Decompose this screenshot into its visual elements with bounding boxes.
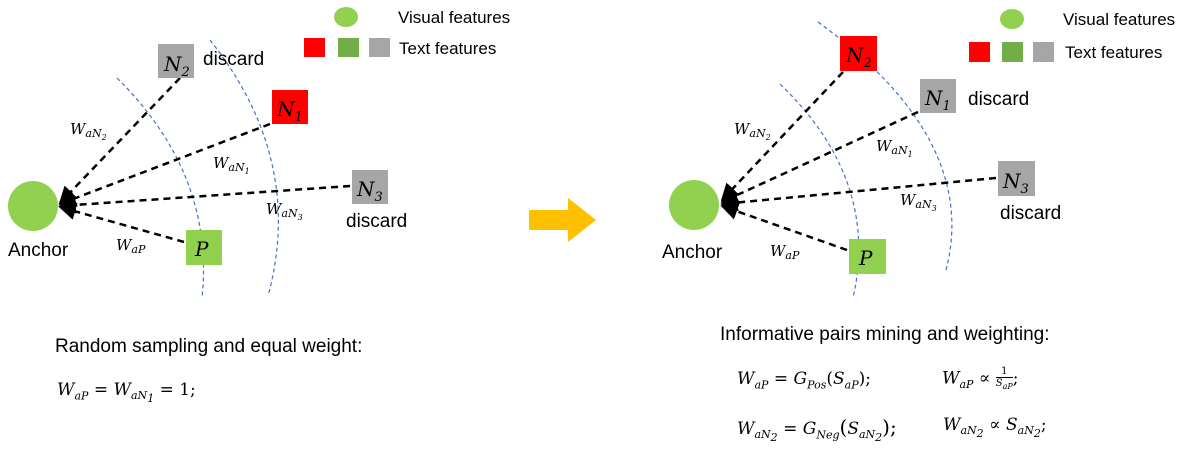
edge-anchor-n2-right xyxy=(720,71,844,202)
edge-anchor-p xyxy=(58,202,185,244)
right-caption: Informative pairs mining and weighting: xyxy=(720,324,1050,345)
weight-label-ap: WaP xyxy=(116,236,146,256)
legend-left: Visual features Text features xyxy=(304,7,510,58)
right-equation-2-proportional: WaN2 ∝ SaN2; xyxy=(943,415,1047,441)
text-feature-legend-red-right xyxy=(969,42,990,62)
node-n3-label-right: N3 xyxy=(1002,169,1029,197)
node-p-label: P xyxy=(194,237,209,261)
node-n2-label: N2 xyxy=(163,52,190,80)
node-n1-box-right xyxy=(920,79,956,113)
anchor-label: Anchor xyxy=(8,240,69,261)
visual-feature-legend-marker xyxy=(334,7,358,27)
text-feature-legend-green-right xyxy=(1002,42,1023,62)
edge-anchor-n1 xyxy=(58,122,271,207)
edge-anchor-n3-right xyxy=(720,176,997,212)
node-n3-box xyxy=(352,170,388,204)
weight-label-an3-right: WaN3 xyxy=(900,191,937,213)
n2-discard-label: discard xyxy=(203,49,264,70)
edge-anchor-n1-right xyxy=(720,110,919,204)
anchor-node-right xyxy=(669,180,719,230)
weight-label-an3: WaN3 xyxy=(266,200,303,222)
weight-label-ap-right: WaP xyxy=(770,242,800,262)
right-panel: Anchor N2 N1 discard N3 discard P WaN2 W… xyxy=(662,21,1061,299)
n3-discard-label-right: discard xyxy=(1000,203,1061,224)
left-equation: WaP = WaN1 = 1; xyxy=(57,380,196,406)
legend-text-label: Text features xyxy=(399,39,496,58)
edge-anchor-n3 xyxy=(58,184,351,214)
node-p-label-right: P xyxy=(858,246,873,270)
node-n3-box-right xyxy=(998,161,1035,196)
node-n1-right: N1 xyxy=(920,79,956,114)
node-n2: N2 xyxy=(158,44,194,80)
node-p-box xyxy=(186,230,222,265)
text-feature-legend-red xyxy=(304,38,325,57)
right-equation-2: WaN2 = GNeg(SaN2); xyxy=(737,415,897,445)
left-panel: Anchor N2 discard N1 N3 discard P WaN2 W… xyxy=(8,39,407,299)
node-n1-label-right: N1 xyxy=(924,86,951,114)
node-p-box-right xyxy=(849,239,886,274)
weight-label-an1-right: WaN1 xyxy=(876,137,913,159)
weight-label-an2: WaN2 xyxy=(70,120,107,142)
weight-label-an1: WaN1 xyxy=(213,154,250,176)
right-equation-1: WaP = GPos(SaP); xyxy=(737,369,871,392)
node-p: P xyxy=(186,230,222,265)
legend-right: Visual features Text features xyxy=(969,9,1175,62)
node-n2-label-right: N2 xyxy=(845,43,872,71)
left-caption: Random sampling and equal weight: xyxy=(55,336,363,357)
text-feature-legend-gray-right xyxy=(1033,42,1054,62)
node-n1: N1 xyxy=(272,90,308,125)
distance-arc-outer xyxy=(209,39,279,297)
anchor-node xyxy=(8,181,58,231)
n3-discard-label: discard xyxy=(346,211,407,232)
n1-discard-label-right: discard xyxy=(968,89,1029,110)
node-n1-label: N1 xyxy=(276,97,303,125)
text-feature-legend-green xyxy=(338,38,359,57)
legend-visual-label-right: Visual features xyxy=(1063,10,1175,29)
edge-anchor-n2 xyxy=(58,77,181,205)
legend-visual-label: Visual features xyxy=(398,8,510,27)
node-p-right: P xyxy=(849,239,886,274)
edge-anchor-p-right xyxy=(720,202,848,252)
text-feature-legend-gray xyxy=(369,38,390,57)
visual-feature-legend-marker-right xyxy=(1000,9,1024,29)
node-n3-right: N3 xyxy=(998,161,1035,197)
node-n3-label: N3 xyxy=(356,177,383,205)
weight-label-an2-right: WaN2 xyxy=(734,120,771,142)
node-n1-box xyxy=(272,90,308,124)
node-n2-right: N2 xyxy=(840,36,877,71)
node-n3: N3 xyxy=(352,170,388,205)
transition-arrow xyxy=(529,198,596,242)
anchor-label-right: Anchor xyxy=(662,242,723,263)
legend-text-label-right: Text features xyxy=(1065,43,1162,62)
node-n2-box-right xyxy=(840,36,877,71)
node-n2-box xyxy=(158,44,194,78)
